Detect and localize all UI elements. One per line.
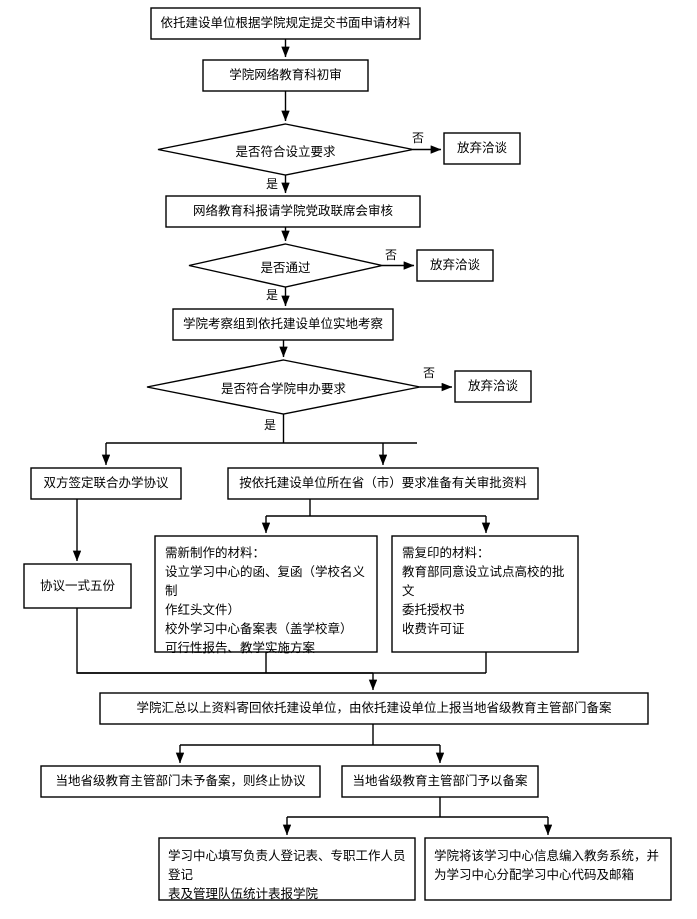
node-college-system-shape: [424, 837, 672, 901]
node-decision-pass-shape: [188, 243, 383, 288]
edge-label-no-3: 否: [423, 366, 436, 380]
node-apply-shape: [150, 7, 421, 40]
node-agreement-copies-shape: [23, 563, 132, 609]
node-not-filed-shape: [40, 765, 321, 798]
node-give-up-2-shape: [416, 249, 494, 282]
node-sign-agreement-shape: [30, 467, 182, 500]
node-decision-setup-shape: [157, 123, 414, 176]
node-give-up-1-shape: [443, 132, 521, 165]
node-prepare-materials-shape: [227, 467, 539, 500]
node-first-review-shape: [202, 59, 369, 92]
node-give-up-3-shape: [454, 370, 532, 403]
edge-label-no-2: 否: [385, 248, 398, 262]
node-site-inspect-shape: [172, 308, 394, 341]
edge-label-no-1: 否: [412, 131, 425, 145]
node-joint-meeting-shape: [165, 195, 421, 228]
edge-label-yes-2: 是: [266, 288, 279, 302]
node-copy-materials-shape: [391, 535, 579, 653]
node-filed-shape: [341, 765, 539, 798]
edge-label-yes-3: 是: [264, 418, 277, 432]
node-summary-send-shape: [99, 692, 649, 725]
node-new-materials-shape: [154, 535, 378, 653]
node-center-forms-shape: [158, 837, 416, 901]
node-decision-college-shape: [146, 359, 421, 415]
edge-label-yes-1: 是: [266, 177, 279, 191]
